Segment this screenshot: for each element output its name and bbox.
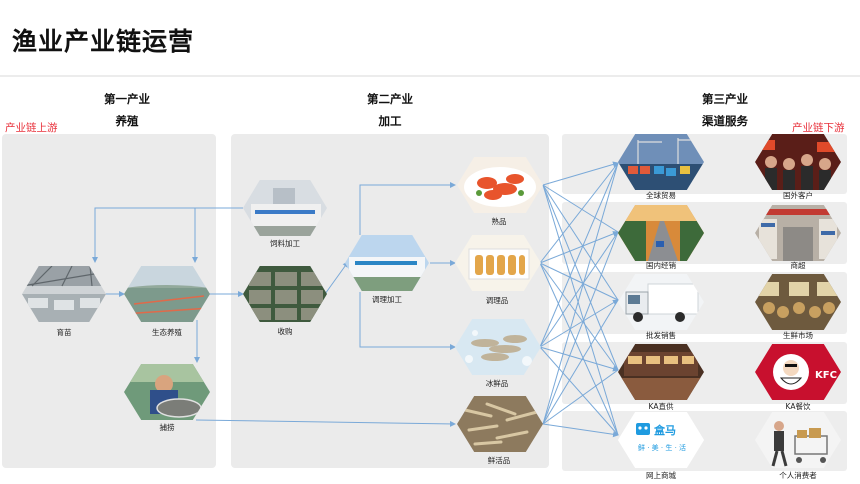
prepared-product-label: 调理品 — [485, 296, 509, 305]
frozen-product-image — [455, 319, 541, 375]
kfc-logo-text: KFC — [815, 370, 837, 381]
section-secondary-header: 第二产业 加工 — [330, 88, 450, 132]
arrow-fishing-to-live — [195, 419, 456, 427]
section-primary-header: 第一产业 养殖 — [67, 88, 187, 132]
channel-wholesale-image — [618, 274, 704, 330]
section-primary-title: 第一产业 — [104, 92, 150, 106]
channel-online-store-image: 盒马 鲜 · 美 · 生 · 活 — [618, 412, 704, 468]
page-title: 渔业产业链运营 — [12, 27, 195, 56]
section-secondary-title: 第二产业 — [367, 92, 413, 106]
fry-nursery-image — [22, 266, 106, 322]
fishing-image — [124, 364, 210, 420]
channel-ka-direct-label: KA直供 — [648, 402, 674, 411]
section-secondary-subtitle: 加工 — [378, 114, 402, 128]
eco-farming-label: 生态养殖 — [152, 328, 182, 337]
section-tertiary-header: 第三产业 渠道服务 — [665, 88, 785, 132]
purchase-label: 收购 — [277, 327, 293, 336]
prepared-product-image — [455, 235, 541, 291]
arrow-feed-to-fry — [92, 207, 243, 263]
customer-fresh-market-label: 生鲜市场 — [783, 331, 813, 340]
arrow-processing-to-frozen — [359, 292, 456, 350]
purchase-image — [243, 266, 327, 322]
customer-individual-label: 个人消费者 — [779, 471, 817, 480]
channel-global-trade-label: 全球贸易 — [646, 191, 676, 200]
channel-domestic-image — [618, 205, 704, 261]
fishing-label: 捕捞 — [159, 423, 175, 432]
cooked-product-label: 熟品 — [491, 217, 507, 226]
customer-overseas-image — [755, 134, 841, 190]
customer-ka-restaurant-image: KFC — [755, 344, 841, 400]
section-primary-subtitle: 养殖 — [115, 114, 139, 128]
channel-domestic-label: 国内经销 — [646, 261, 676, 270]
downstream-label: 产业链下游 — [792, 122, 845, 134]
customer-supermarket-label: 商超 — [790, 261, 806, 270]
section-tertiary-subtitle: 渠道服务 — [702, 114, 748, 128]
processing-image — [345, 235, 429, 291]
channel-wholesale-label: 批发销售 — [646, 331, 676, 340]
arrow-processing-to-cooked — [359, 182, 456, 235]
live-product-label: 鲜活品 — [487, 456, 511, 465]
customer-supermarket-image — [755, 205, 841, 261]
feed-processing-label: 饲料加工 — [270, 239, 300, 248]
eco-farming-image — [124, 266, 210, 322]
frozen-product-label: 冰鲜品 — [485, 379, 509, 388]
hema-logo-slogan: 鲜 · 美 · 生 · 活 — [638, 443, 686, 452]
hema-logo-text: 盒马 — [653, 423, 676, 437]
hema-logo-icon — [636, 423, 650, 435]
arrow-purchase-to-processing — [324, 261, 349, 295]
processing-label: 调理加工 — [372, 295, 402, 304]
customer-overseas-label: 国外客户 — [783, 191, 813, 200]
channel-online-store-label: 网上商城 — [646, 471, 676, 480]
upstream-label: 产业链上游 — [5, 122, 58, 134]
cooked-product-image — [457, 157, 543, 213]
title-divider — [0, 75, 860, 77]
customer-ka-restaurant-label: KA餐饮 — [785, 402, 811, 411]
customer-fresh-market-image — [755, 274, 841, 330]
channel-ka-direct-image — [618, 344, 704, 400]
fry-label: 育苗 — [56, 328, 72, 337]
section-tertiary-title: 第三产业 — [702, 92, 748, 106]
feed-processing-image — [243, 180, 327, 236]
channel-global-trade-image — [618, 134, 704, 190]
live-product-image — [457, 396, 543, 452]
customer-individual-image — [755, 412, 841, 468]
